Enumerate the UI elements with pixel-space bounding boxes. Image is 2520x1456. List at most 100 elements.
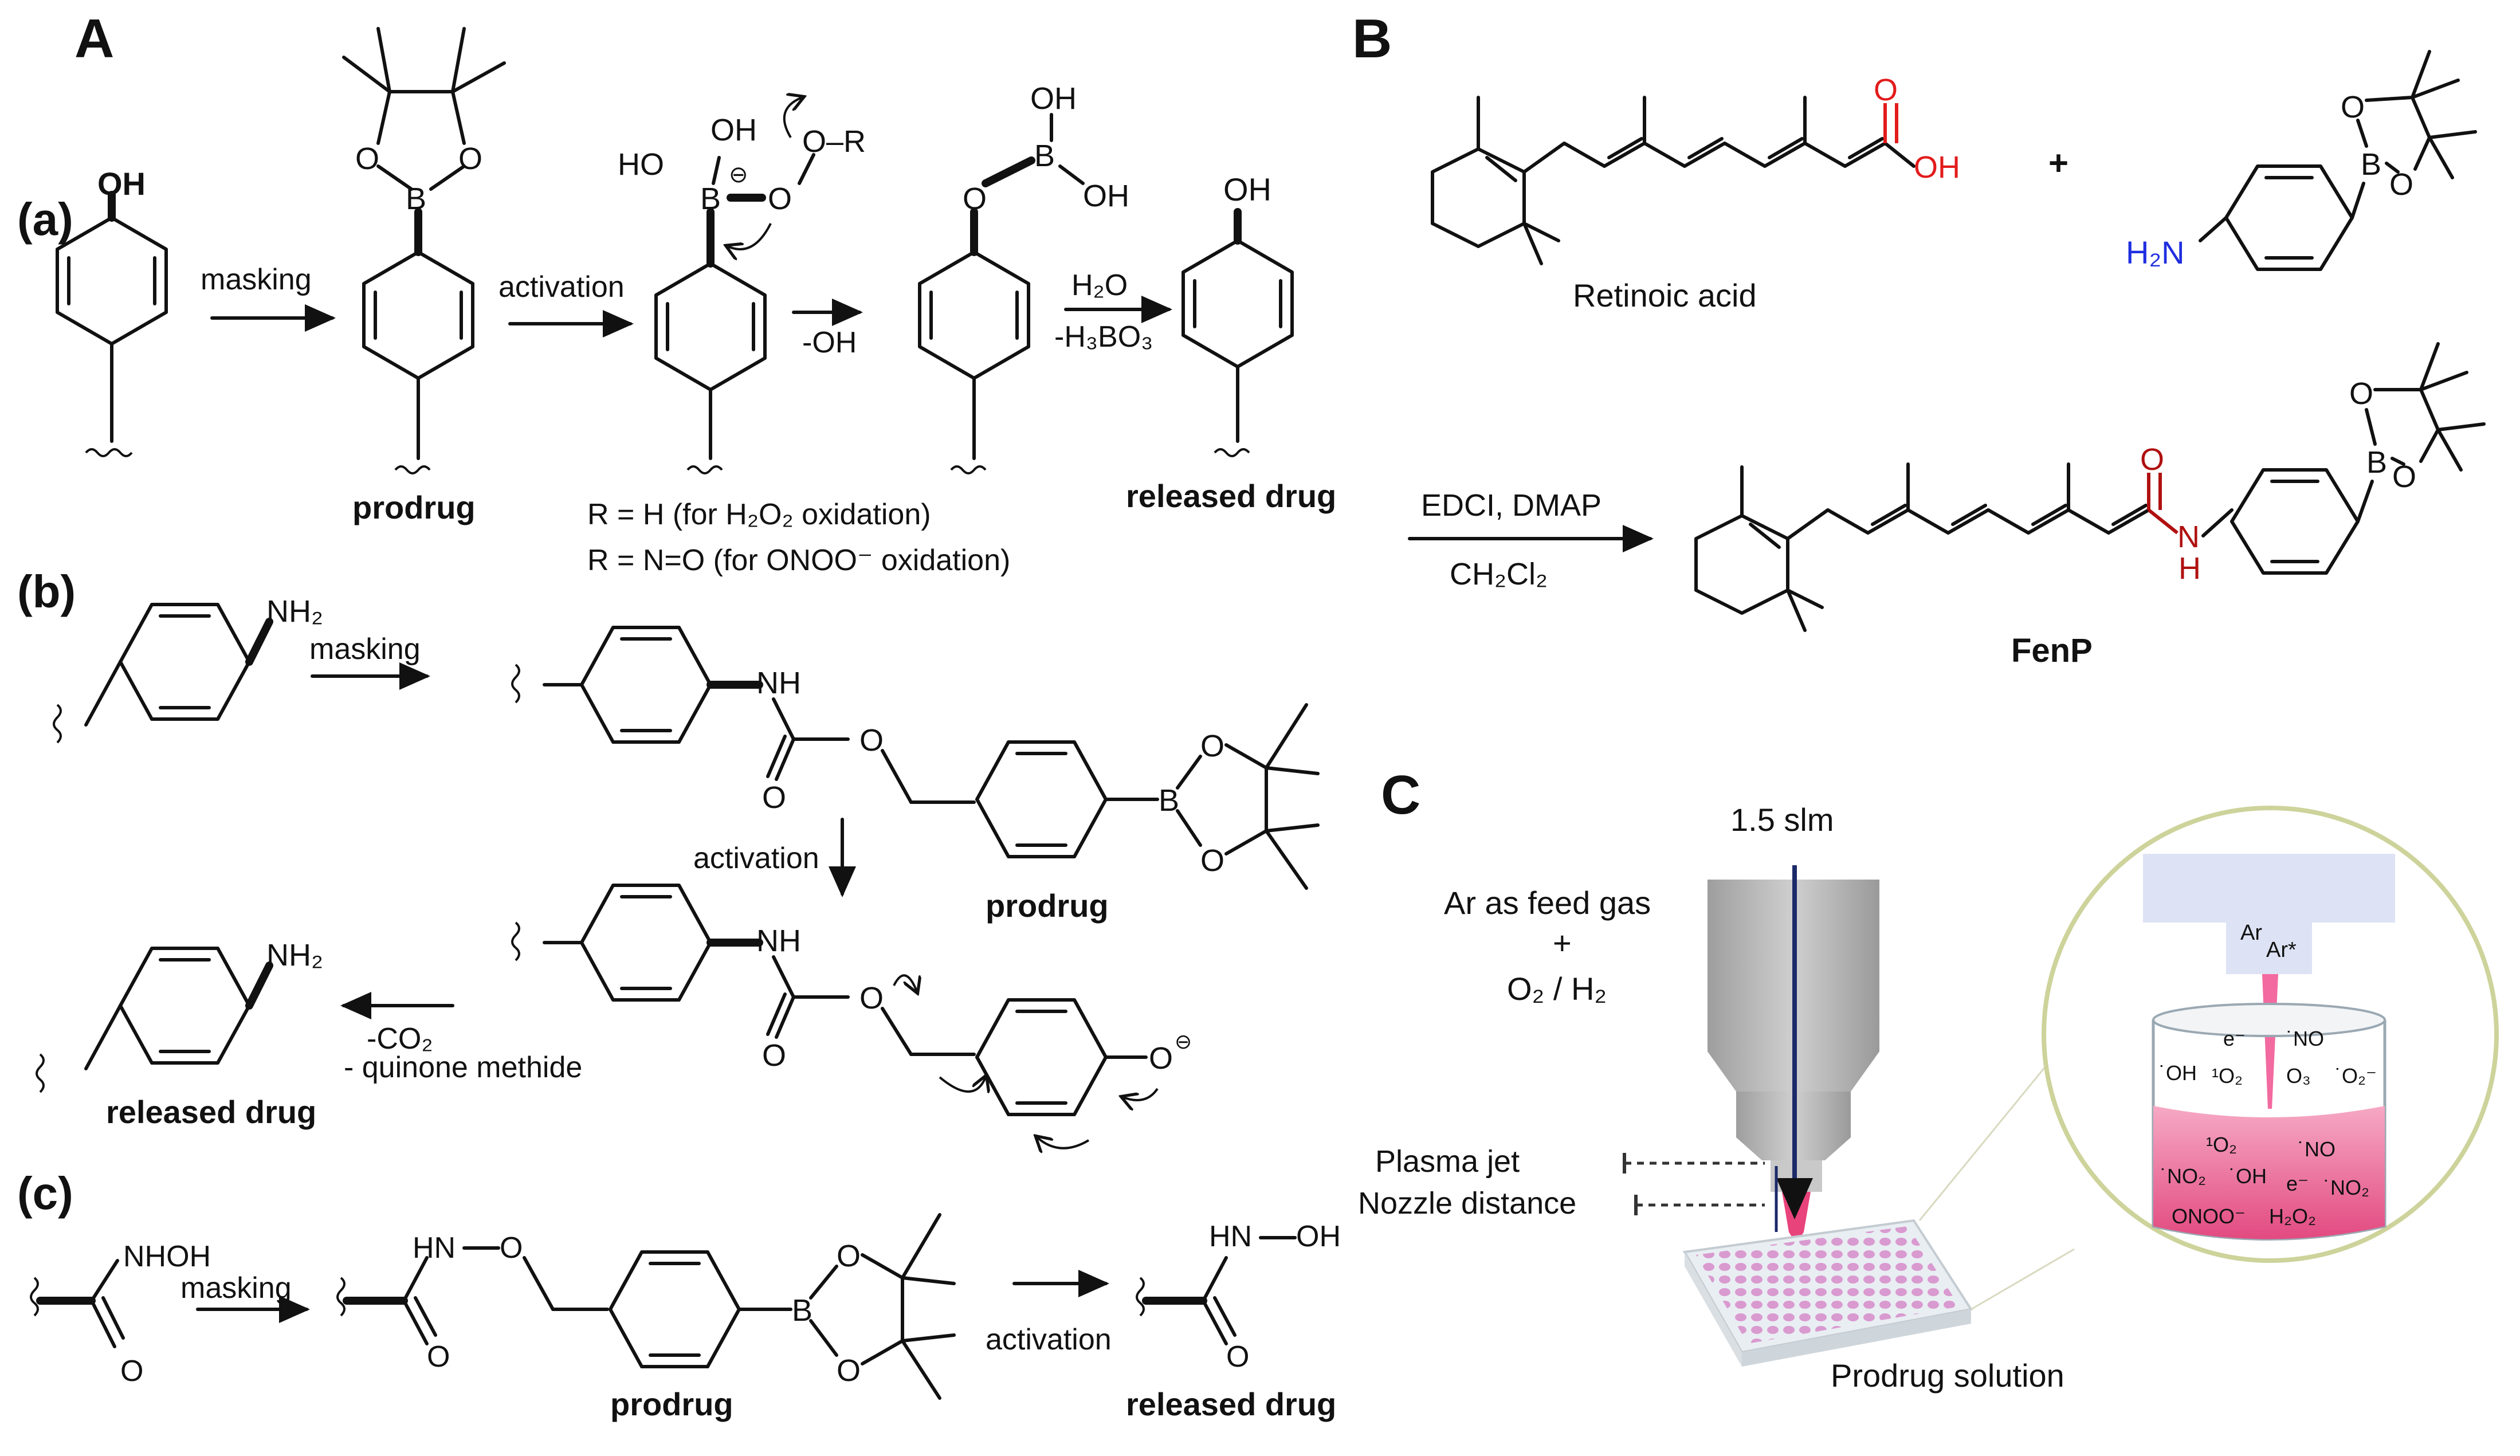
species-o3: O₃ [2286, 1064, 2311, 1088]
retinoic-acid: O OH Retinoic acid [1431, 73, 1960, 313]
oh-group: OH [711, 113, 757, 147]
released-oh: OH [1223, 171, 1271, 207]
sub-label-a: (a) [17, 194, 73, 245]
released-c-o: O [1226, 1340, 1249, 1373]
pinacol-o2: O [1200, 843, 1224, 878]
plus-sign: + [2048, 144, 2068, 182]
masking-label-a: masking [201, 263, 312, 296]
b-o1: O [2341, 90, 2365, 124]
fenp-product: O N H B O O FenP [1694, 342, 2486, 669]
acid-carbonyl-o: O [1874, 73, 1898, 107]
h3bo3-label: -H₃BO₃ [1054, 320, 1153, 354]
quinone-label: - quinone methide [344, 1051, 582, 1084]
ester-oh1: OH [1030, 81, 1077, 116]
amide-n: N [2177, 520, 2200, 554]
phenolate-o: O [1149, 1041, 1173, 1076]
hydroxamate-prodrug: HN O O B O O prodrug [336, 1213, 956, 1422]
ester-o: O [963, 182, 987, 216]
aniline-nh2: NH₂ [266, 594, 323, 629]
panel-label-a: A [74, 8, 114, 69]
negative-charge: ⊖ [729, 162, 748, 187]
r-no-note: R = N=O (for ONOO⁻ oxidation) [587, 544, 1010, 577]
sub-label-b: (b) [17, 566, 76, 617]
zoom-circle: Ar Ar* e⁻ ˙NO ˙OH ¹O₂ O₃ ˙O₂⁻ ¹O₂ ˙NO ˙N… [2042, 806, 2499, 1263]
released-nh2: NH₂ [266, 938, 323, 972]
o-r-group: O–R [802, 124, 866, 159]
b-pinacol: B [2361, 147, 2381, 182]
species-no-liquid: ˙NO [2298, 1137, 2335, 1161]
gas2-label: O₂ / H₂ [1507, 971, 1607, 1007]
activation-label-b: activation [693, 842, 819, 875]
r-h-note: R = H (for H₂O₂ oxidation) [587, 498, 931, 531]
fenp-b: B [2366, 445, 2387, 480]
released-label-b: released drug [106, 1094, 316, 1130]
ester-b: B [1034, 139, 1055, 173]
h2o-label: H₂O [1071, 269, 1128, 302]
feed-plus: + [1553, 925, 1572, 961]
retinoic-label: Retinoic acid [1573, 277, 1757, 313]
hydroxamic-o: O [120, 1355, 143, 1388]
prodrug-label-a: prodrug [352, 489, 476, 525]
nhoh-group: NHOH [123, 1240, 211, 1273]
amide-h: H [2178, 551, 2201, 586]
solvent-label: CH₂Cl₂ [1450, 557, 1548, 591]
activation-label-a: activation [498, 270, 625, 304]
oxygen-atom: O [355, 142, 379, 176]
prodrug-o: O [500, 1231, 523, 1265]
species-electron-liquid: e⁻ [2286, 1172, 2309, 1195]
ester-oxygen: O [859, 723, 884, 758]
species-no2-1: ˙NO₂ [2160, 1164, 2206, 1188]
released-label-c: released drug [1126, 1386, 1336, 1422]
prodrug-c-o2: O [837, 1353, 861, 1388]
int-nh: NH [756, 924, 801, 958]
prodrug-c-o1: O [837, 1239, 861, 1273]
released-c-oh: OH [1296, 1220, 1341, 1253]
plasma-jet-device [1708, 865, 1879, 1239]
prodrug-carbonyl-o: O [427, 1340, 450, 1373]
aminophenylboronate: H₂N B O O [2126, 50, 2477, 271]
released-phenol: OH released drug [1126, 171, 1336, 514]
masking-label-c: masking [180, 1271, 292, 1305]
phenol-oh: OH [97, 166, 146, 202]
panel-label-c: C [1381, 764, 1420, 826]
released-aniline: NH₂ released drug [36, 938, 323, 1130]
flow-label: 1.5 slm [1730, 802, 1834, 838]
ester-oh2: OH [1083, 179, 1129, 213]
species-superoxide: ˙O₂⁻ [2335, 1064, 2377, 1088]
prodrug-label-b: prodrug [986, 888, 1109, 924]
prodrug-label-c: prodrug [610, 1386, 733, 1422]
pinacol-o1: O [1200, 729, 1224, 763]
amide-o: O [2140, 442, 2164, 477]
int-o: O [859, 981, 884, 1015]
zoom-line-bottom [1971, 1248, 2075, 1310]
prodrug-c-b: B [792, 1293, 812, 1328]
aniline-drug: NH₂ [53, 594, 323, 744]
borate-ester: O B OH OH [918, 81, 1129, 474]
feed-label: Ar as feed gas [1444, 885, 1651, 921]
carbonyl-o: O [762, 780, 786, 815]
pinacol-b: B [1159, 783, 1179, 818]
acid-oh: OH [1914, 150, 1960, 185]
released-hn: HN [1209, 1220, 1252, 1253]
boron-atom: B [406, 182, 426, 216]
co2-label: -CO₂ [367, 1022, 433, 1055]
hydroxamic-drug: NHOH O [30, 1240, 211, 1388]
int-carbonyl-o: O [762, 1038, 786, 1073]
ar-label: Ar [2240, 921, 2262, 945]
boron-anion: B [700, 182, 721, 216]
released-hydroxamic: HN OH O released drug [1126, 1220, 1341, 1422]
species-no2-2: ˙NO₂ [2323, 1176, 2369, 1199]
peroxide-o: O [768, 182, 792, 216]
minus-oh-label: -OH [802, 326, 857, 359]
species-singlet-o2: ¹O₂ [2212, 1064, 2243, 1088]
reagent-label: EDCI, DMAP [1421, 488, 1602, 523]
ar-excited-label: Ar* [2266, 938, 2297, 962]
species-h2o2: H₂O₂ [2269, 1204, 2316, 1228]
phenolate-charge: ⊖ [1175, 1030, 1192, 1053]
nozzle-label: Nozzle distance [1358, 1186, 1576, 1220]
species-singlet-o2-liquid: ¹O₂ [2206, 1133, 2237, 1156]
species-peroxynitrite: ONOO⁻ [2172, 1204, 2246, 1228]
species-no: ˙NO [2286, 1027, 2324, 1050]
jet-label: Plasma jet [1375, 1144, 1520, 1179]
